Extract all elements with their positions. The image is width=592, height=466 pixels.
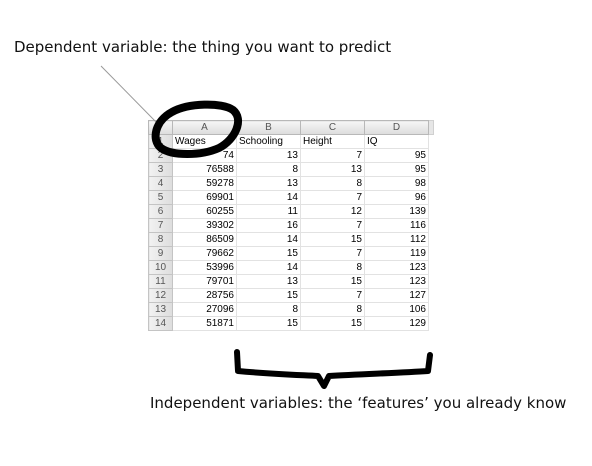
- table-cell[interactable]: 7: [300, 288, 365, 303]
- header-cell-wages[interactable]: Wages: [172, 134, 237, 149]
- table-cell[interactable]: 59278: [172, 176, 237, 191]
- header-cell-height[interactable]: Height: [300, 134, 365, 149]
- table-cell[interactable]: 8: [300, 176, 365, 191]
- table-cell[interactable]: 15: [236, 316, 301, 331]
- table-cell[interactable]: 79662: [172, 246, 237, 261]
- table-cell[interactable]: 15: [300, 274, 365, 289]
- table-cell[interactable]: 123: [364, 274, 429, 289]
- row-header[interactable]: 14: [148, 316, 173, 331]
- table-cell[interactable]: 106: [364, 302, 429, 317]
- table-cell[interactable]: 74: [172, 148, 237, 163]
- table-cell[interactable]: 11: [236, 204, 301, 219]
- table-cell[interactable]: 7: [300, 246, 365, 261]
- table-cell[interactable]: 8: [236, 162, 301, 177]
- table-cell[interactable]: 96: [364, 190, 429, 205]
- table-cell[interactable]: 86509: [172, 232, 237, 247]
- table-cell[interactable]: 15: [300, 232, 365, 247]
- table-cell[interactable]: 95: [364, 162, 429, 177]
- table-cell[interactable]: 13: [236, 274, 301, 289]
- table-cell[interactable]: 123: [364, 260, 429, 275]
- table-cell[interactable]: 8: [300, 260, 365, 275]
- dependent-variable-note: Dependent variable: the thing you want t…: [14, 38, 392, 56]
- row-header[interactable]: 12: [148, 288, 173, 303]
- table-cell[interactable]: 8: [300, 302, 365, 317]
- row-header[interactable]: 2: [148, 148, 173, 163]
- table-cell[interactable]: 8: [236, 302, 301, 317]
- table-cell[interactable]: 112: [364, 232, 429, 247]
- column-header-overflow[interactable]: [428, 120, 434, 135]
- table-cell[interactable]: 13: [236, 176, 301, 191]
- bracket-mark: [234, 349, 433, 389]
- row-header[interactable]: 5: [148, 190, 173, 205]
- table-cell[interactable]: 14: [236, 260, 301, 275]
- header-cell-iq[interactable]: IQ: [364, 134, 429, 149]
- table-cell[interactable]: 39302: [172, 218, 237, 233]
- pointer-line: [100, 65, 159, 125]
- row-header[interactable]: 7: [148, 218, 173, 233]
- table-cell[interactable]: 127: [364, 288, 429, 303]
- table-cell[interactable]: 15: [300, 316, 365, 331]
- table-cell[interactable]: 76588: [172, 162, 237, 177]
- row-header[interactable]: 9: [148, 246, 173, 261]
- table-cell[interactable]: 14: [236, 232, 301, 247]
- row-header[interactable]: 4: [148, 176, 173, 191]
- table-cell[interactable]: 139: [364, 204, 429, 219]
- table-cell[interactable]: 116: [364, 218, 429, 233]
- column-header-c[interactable]: C: [300, 120, 365, 135]
- select-all-corner[interactable]: [148, 120, 173, 135]
- column-header-d[interactable]: D: [364, 120, 429, 135]
- table-row: 1 Wages Schooling Height IQ: [148, 134, 434, 149]
- table-cell[interactable]: 14: [236, 190, 301, 205]
- table-cell[interactable]: 12: [300, 204, 365, 219]
- table-cell[interactable]: 13: [236, 148, 301, 163]
- column-header-row: A B C D: [148, 120, 434, 135]
- table-cell[interactable]: 13: [300, 162, 365, 177]
- row-header[interactable]: 10: [148, 260, 173, 275]
- table-cell[interactable]: 51871: [172, 316, 237, 331]
- table-cell[interactable]: 27096: [172, 302, 237, 317]
- row-header[interactable]: 6: [148, 204, 173, 219]
- table-cell[interactable]: 7: [300, 218, 365, 233]
- table-cell[interactable]: 7: [300, 148, 365, 163]
- row-header[interactable]: 13: [148, 302, 173, 317]
- column-header-a[interactable]: A: [172, 120, 237, 135]
- table-cell[interactable]: 98: [364, 176, 429, 191]
- independent-variables-note: Independent variables: the ‘features’ yo…: [150, 394, 567, 412]
- row-header[interactable]: 11: [148, 274, 173, 289]
- table-cell[interactable]: 95: [364, 148, 429, 163]
- table-cell[interactable]: 79701: [172, 274, 237, 289]
- table-cell[interactable]: 15: [236, 246, 301, 261]
- table-cell[interactable]: 16: [236, 218, 301, 233]
- row-header[interactable]: 8: [148, 232, 173, 247]
- row-header[interactable]: 1: [148, 134, 173, 149]
- table-cell[interactable]: 7: [300, 190, 365, 205]
- table-cell[interactable]: 129: [364, 316, 429, 331]
- table-cell[interactable]: 69901: [172, 190, 237, 205]
- table-cell[interactable]: 15: [236, 288, 301, 303]
- table-cell[interactable]: 53996: [172, 260, 237, 275]
- header-cell-schooling[interactable]: Schooling: [236, 134, 301, 149]
- column-header-b[interactable]: B: [236, 120, 301, 135]
- table-cell[interactable]: 60255: [172, 204, 237, 219]
- table-cell[interactable]: 28756: [172, 288, 237, 303]
- row-header[interactable]: 3: [148, 162, 173, 177]
- table-cell[interactable]: 119: [364, 246, 429, 261]
